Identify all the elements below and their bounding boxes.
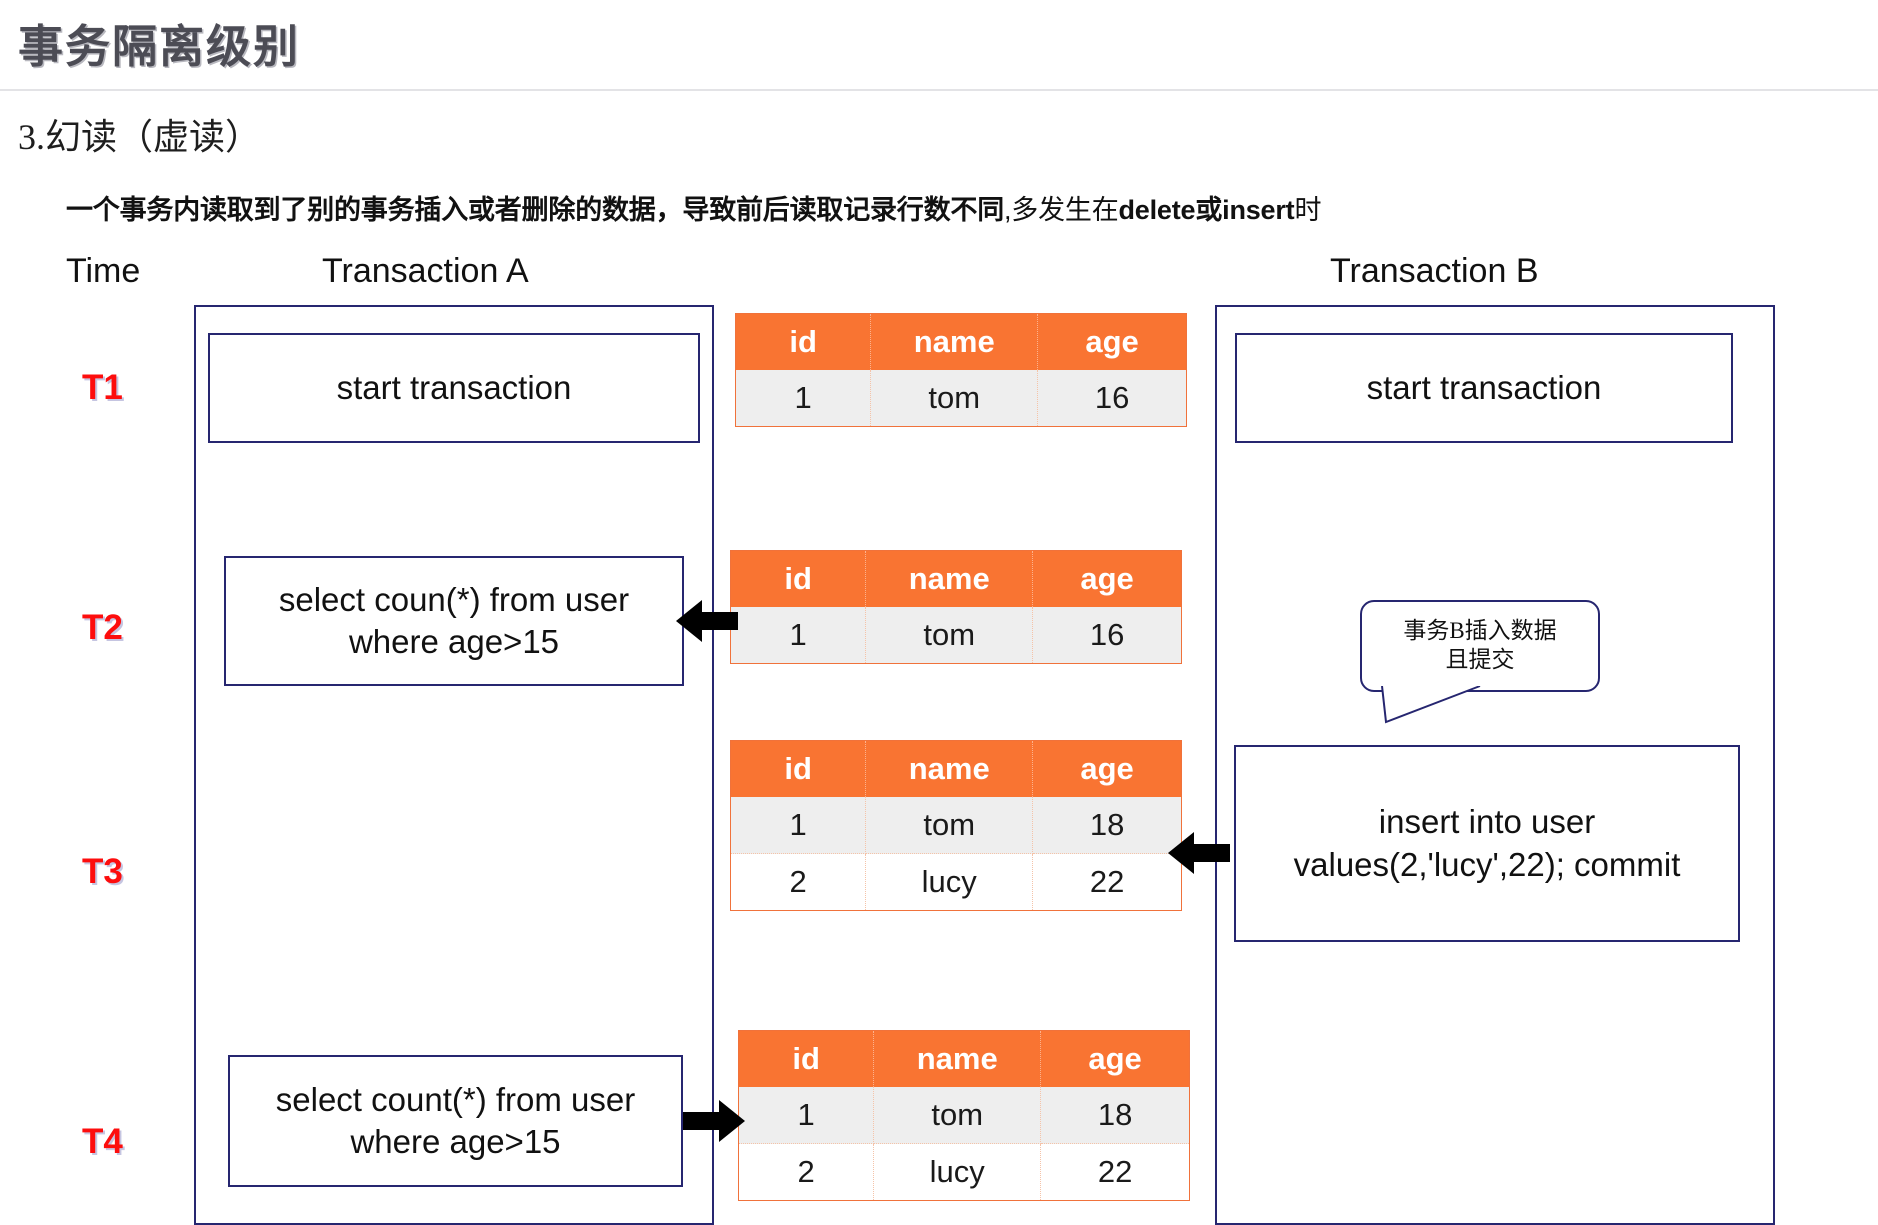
cell-id: 2 <box>738 1143 875 1201</box>
table-header-name: name <box>873 1030 1042 1087</box>
lead-tail-bold: delete或insert <box>1118 195 1295 225</box>
callout-line-2: 且提交 <box>1445 647 1515 672</box>
table-header-age: age <box>1037 313 1187 370</box>
statement-box-a-t4: select count(*) from user where age>15 <box>228 1055 683 1187</box>
time-step-t1: T1 <box>82 368 123 407</box>
table-header-row: id name age <box>738 1030 1190 1087</box>
header-divider <box>0 89 1878 91</box>
lead-tail-1: ,多发生在 <box>1004 195 1119 225</box>
table-row: 2 lucy 22 <box>730 853 1182 911</box>
cell-name: tom <box>870 370 1039 427</box>
cell-age: 22 <box>1040 1143 1190 1201</box>
statement-box-b-t3: insert into user values(2,'lucy',22); co… <box>1234 745 1740 942</box>
cell-name: tom <box>865 607 1034 664</box>
time-step-t2: T2 <box>82 608 123 647</box>
table-header-id: id <box>730 550 867 607</box>
data-table-t3: id name age 1 tom 18 2 lucy 22 <box>730 740 1182 911</box>
lead-description: 一个事务内读取到了别的事务插入或者删除的数据，导致前后读取记录行数不同,多发生在… <box>66 188 1321 227</box>
cell-age: 18 <box>1040 1087 1190 1144</box>
callout-line-1: 事务B插入数据 <box>1403 618 1557 644</box>
table-row: 1 tom 18 <box>730 797 1182 854</box>
callout-tail-icon <box>1381 682 1481 724</box>
time-step-t4: T4 <box>82 1122 123 1161</box>
callout-transaction-b-insert: 事务B插入数据 且提交 <box>1360 600 1600 724</box>
time-step-t3: T3 <box>82 852 123 891</box>
page-title: 事务隔离级别 <box>18 21 301 72</box>
table-row: 1 tom 16 <box>735 370 1187 427</box>
table-header-age: age <box>1032 550 1182 607</box>
data-table-t1: id name age 1 tom 16 <box>735 313 1187 427</box>
table-header-age: age <box>1040 1030 1190 1087</box>
table-header-row: id name age <box>730 550 1182 607</box>
column-heading-time: Time <box>66 252 141 290</box>
cell-age: 18 <box>1032 797 1182 854</box>
cell-id: 2 <box>730 853 867 911</box>
statement-box-a-t2: select coun(*) from user where age>15 <box>224 556 684 686</box>
data-table-t2: id name age 1 tom 16 <box>730 550 1182 664</box>
arrow-left-icon-t2 <box>676 600 738 642</box>
data-table-t4: id name age 1 tom 18 2 lucy 22 <box>738 1030 1190 1201</box>
cell-age: 16 <box>1037 370 1187 427</box>
table-row: 1 tom 18 <box>738 1087 1190 1144</box>
cell-name: lucy <box>873 1143 1042 1201</box>
table-row: 1 tom 16 <box>730 607 1182 664</box>
table-header-name: name <box>865 550 1034 607</box>
lead-tail-2: 时 <box>1294 195 1322 225</box>
table-header-row: id name age <box>730 740 1182 797</box>
cell-name: tom <box>865 797 1034 854</box>
statement-box-a-t1: start transaction <box>208 333 700 443</box>
column-heading-transaction-a: Transaction A <box>322 252 529 290</box>
cell-id: 1 <box>738 1087 875 1144</box>
table-header-name: name <box>865 740 1034 797</box>
cell-age: 22 <box>1032 853 1182 911</box>
lead-bold-part: 一个事务内读取到了别的事务插入或者删除的数据，导致前后读取记录行数不同 <box>66 195 1004 225</box>
cell-id: 1 <box>730 797 867 854</box>
cell-name: tom <box>873 1087 1042 1144</box>
callout-body: 事务B插入数据 且提交 <box>1360 600 1600 692</box>
table-header-id: id <box>735 313 872 370</box>
section-heading: 3.幻读（虚读） <box>18 117 262 157</box>
cell-id: 1 <box>735 370 872 427</box>
table-header-name: name <box>870 313 1039 370</box>
cell-age: 16 <box>1032 607 1182 664</box>
arrow-right-icon-t4 <box>683 1100 745 1142</box>
cell-name: lucy <box>865 853 1034 911</box>
table-header-row: id name age <box>735 313 1187 370</box>
table-header-id: id <box>738 1030 875 1087</box>
statement-box-b-t1: start transaction <box>1235 333 1733 443</box>
table-header-id: id <box>730 740 867 797</box>
arrow-left-icon-t3 <box>1168 832 1230 874</box>
table-row: 2 lucy 22 <box>738 1143 1190 1201</box>
table-header-age: age <box>1032 740 1182 797</box>
cell-id: 1 <box>730 607 867 664</box>
column-heading-transaction-b: Transaction B <box>1330 252 1539 290</box>
